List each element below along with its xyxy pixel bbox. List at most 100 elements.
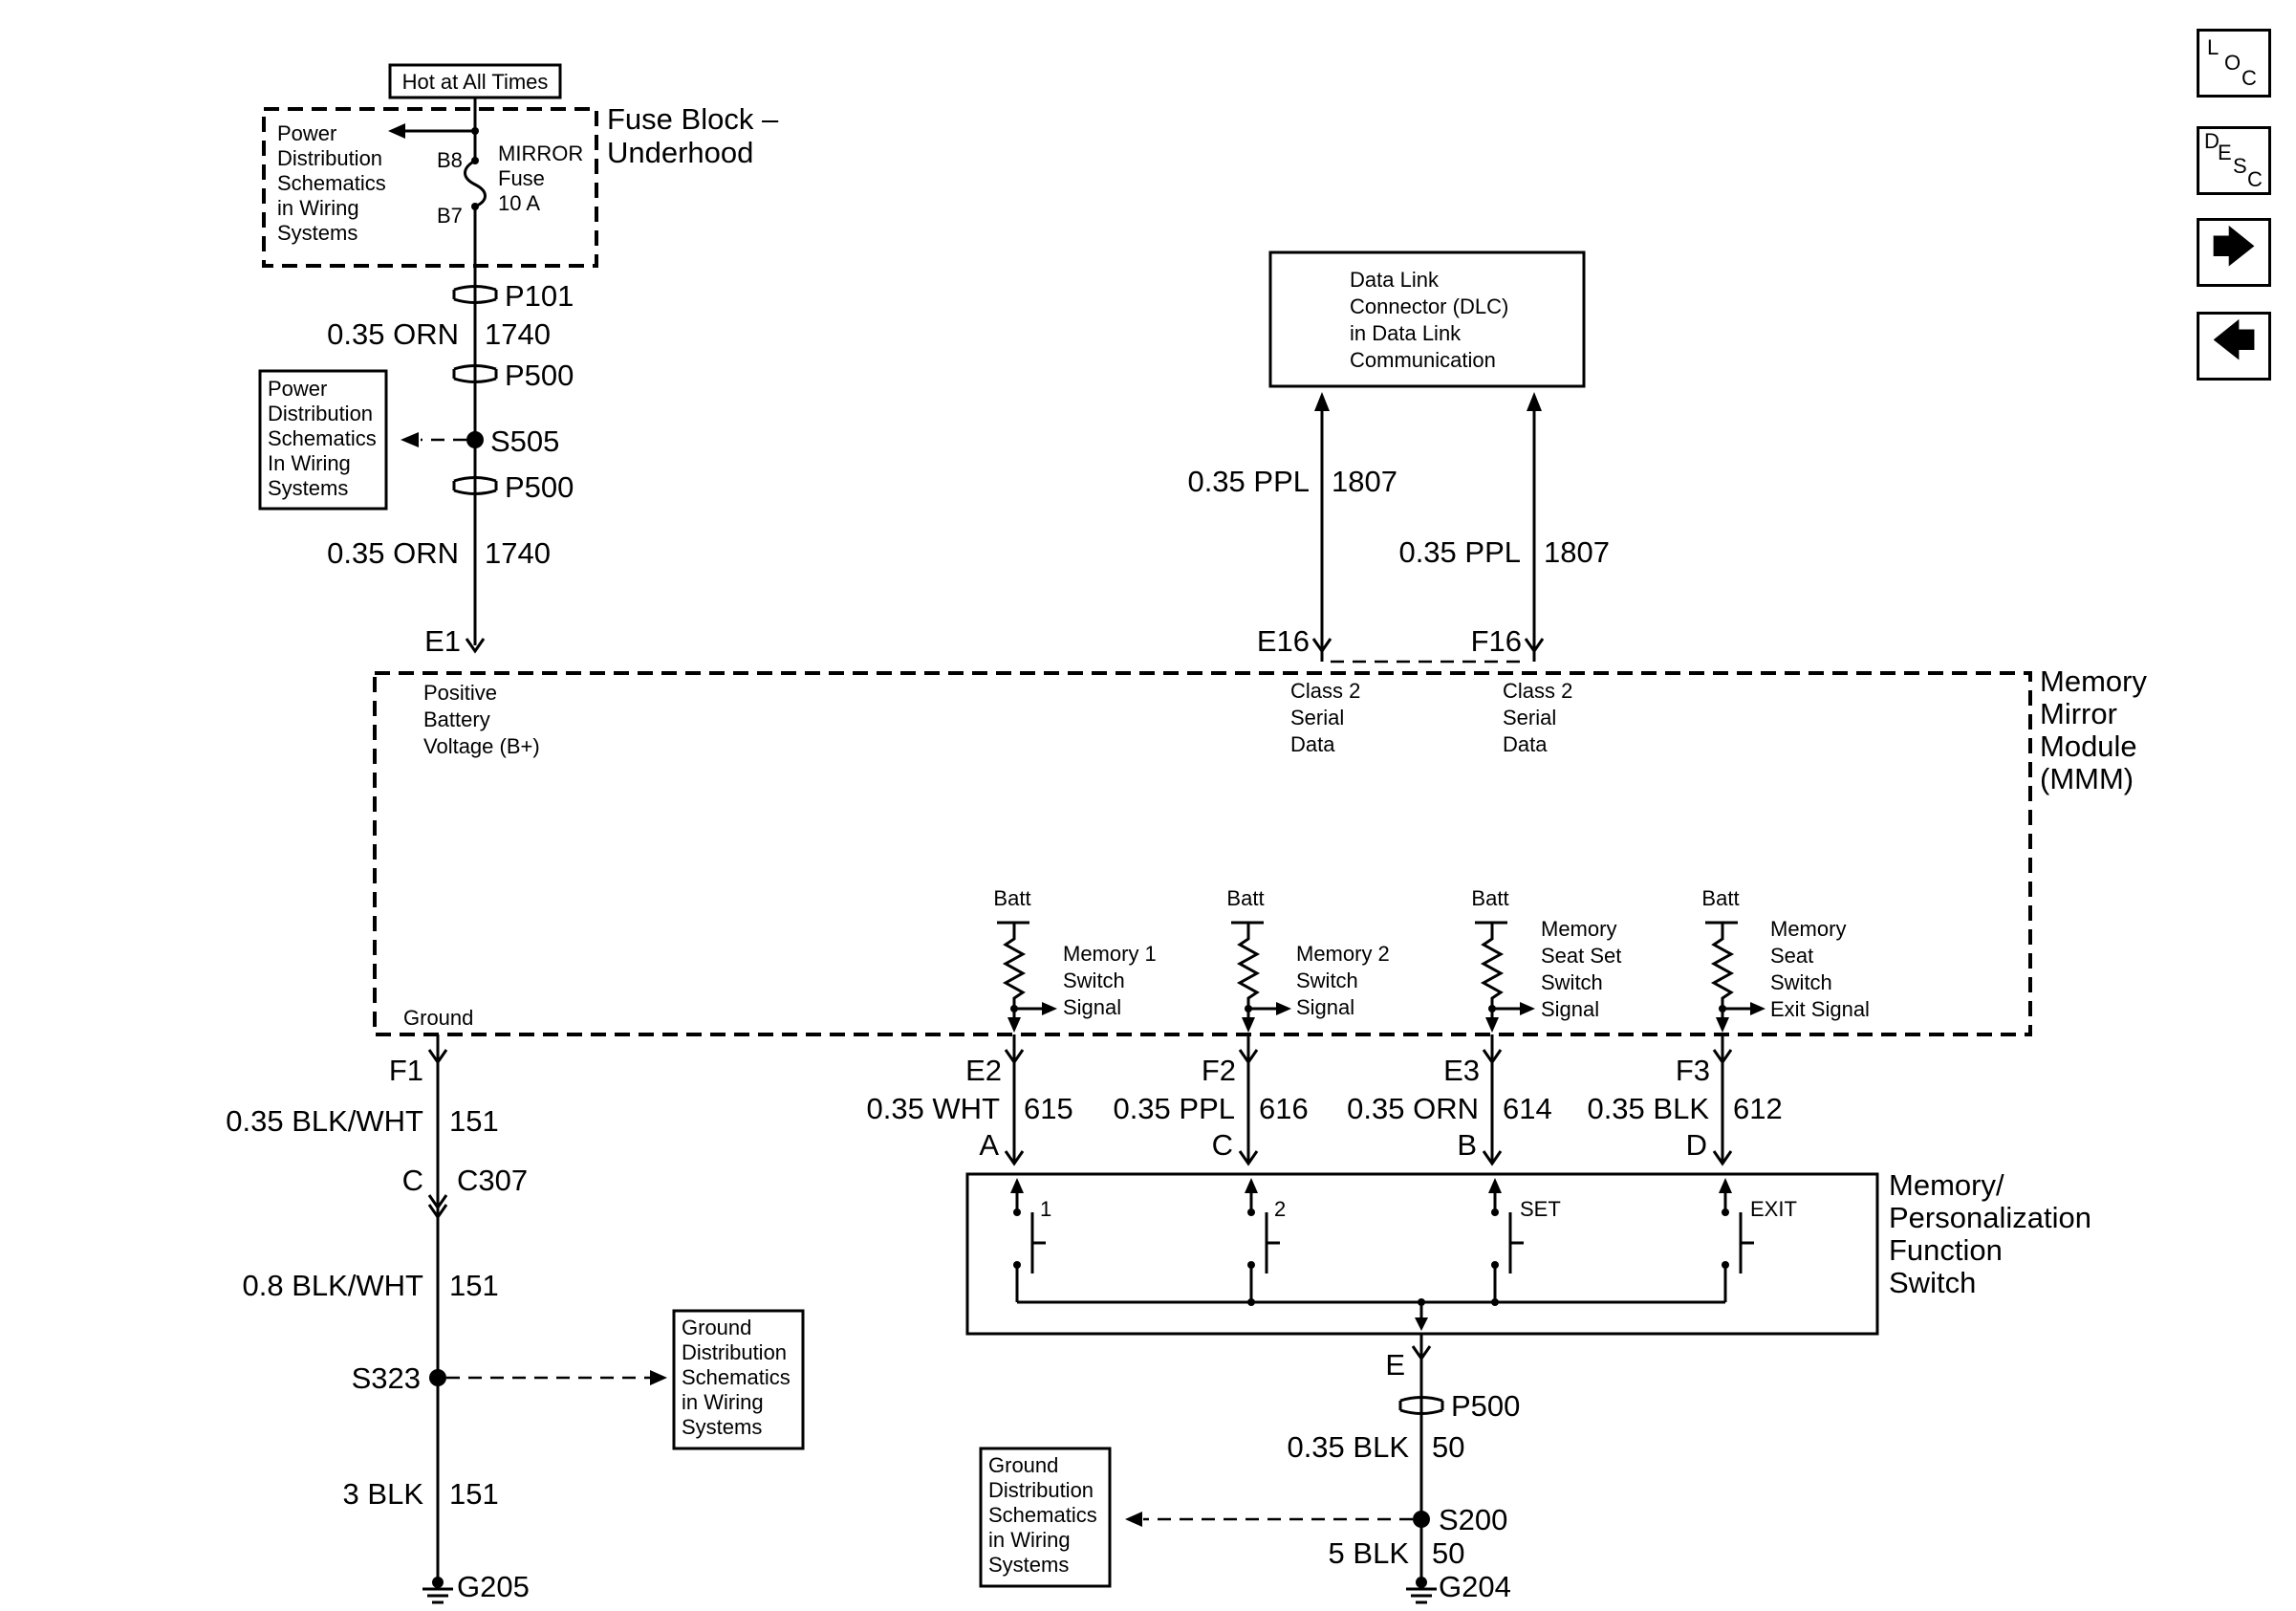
wire-614-circuit: 614 — [1503, 1092, 1552, 1125]
resistor-2-icon — [1236, 923, 1261, 1025]
module-title-4: (MMM) — [2040, 762, 2134, 795]
fuse-name-2: Fuse — [498, 166, 545, 190]
signal-channel-4: Batt Memory Seat Switch Exit Signal — [1701, 886, 1870, 1033]
pin-f16-icon — [1524, 638, 1545, 654]
ground-ref-left-3: Schematics — [682, 1365, 791, 1389]
wire-615-circuit: 615 — [1024, 1092, 1073, 1125]
wire-50-a-gauge: 0.35 BLK — [1287, 1430, 1409, 1464]
switch-contact-1[interactable]: 1 — [1010, 1178, 1051, 1302]
fuse-power-ref-1: Power — [277, 121, 336, 145]
wire-151-b-circuit: 151 — [449, 1269, 499, 1302]
wire-612-circuit: 612 — [1733, 1092, 1783, 1125]
module-title-3: Module — [2040, 729, 2137, 763]
pin-e2-label: E2 — [965, 1054, 1002, 1087]
switch-title-3: Function — [1889, 1233, 2003, 1267]
wiring-diagram: Hot at All Times Fuse Block – Underhood … — [226, 63, 2147, 1604]
power-distribution-ref-box[interactable] — [258, 369, 388, 511]
power-ref-line-2: Distribution — [268, 402, 373, 425]
ground-ref-right-5: Systems — [988, 1553, 1069, 1577]
class2-b-line-2: Serial — [1503, 706, 1556, 729]
bplus-line-1: Positive — [423, 681, 497, 705]
pin-e1-icon — [465, 638, 486, 654]
ground-distribution-ref-box-right[interactable] — [979, 1447, 1112, 1588]
switch-wires: E2 0.35 WHT 615 A F2 0.35 PPL 616 C E3 0… — [866, 1034, 1783, 1166]
connector-p500-a-icon — [452, 364, 498, 383]
fuse-block-title-1: Fuse Block – — [607, 102, 779, 136]
wire-1740-a-gauge: 0.35 ORN — [327, 317, 459, 351]
class2-a-line-3: Data — [1290, 732, 1335, 756]
ground-distribution-ref-box-left[interactable] — [672, 1309, 805, 1450]
module-title-1: Memory — [2040, 664, 2147, 698]
bplus-line-3: Voltage (B+) — [423, 734, 540, 758]
class2-b-line-3: Data — [1503, 732, 1548, 756]
switch-pin-a-icon — [1004, 1150, 1025, 1166]
signal-channel-1: Batt Memory 1 Switch Signal — [993, 886, 1157, 1033]
dlc-box[interactable] — [1268, 250, 1586, 388]
wire-151-c-circuit: 151 — [449, 1477, 499, 1511]
loc-letter-o: O — [2224, 51, 2242, 75]
power-ref-line-5: Systems — [268, 476, 348, 500]
class2-b-line-1: Class 2 — [1503, 679, 1572, 703]
ground-ref-arrow-s323-icon — [650, 1370, 667, 1385]
desc-button[interactable]: D E S C — [2197, 126, 2271, 195]
loc-letter-c: C — [2242, 66, 2257, 90]
signal-2-line-3: Signal — [1296, 995, 1354, 1019]
signal-3-line-2: Seat Set — [1541, 944, 1621, 968]
signal-3-line-1: Memory — [1541, 917, 1616, 941]
pin-f3-icon — [1712, 1049, 1733, 1065]
pin-e2-icon — [1004, 1049, 1025, 1065]
loc-button[interactable]: L O C — [2197, 29, 2271, 98]
batt-label-1: Batt — [993, 886, 1030, 910]
switch-contact-exit[interactable]: EXIT — [1719, 1178, 1797, 1302]
wire-50-a-circuit: 50 — [1432, 1430, 1464, 1464]
resistor-3-icon — [1480, 923, 1505, 1025]
switch-pin-d-label: D — [1686, 1128, 1707, 1162]
ground-g204-label: G204 — [1439, 1570, 1511, 1603]
switch-ground-pin-e-icon — [1411, 1345, 1432, 1361]
desc-letter-s: S — [2233, 154, 2247, 178]
prev-page-button[interactable]: 🡄 — [2197, 312, 2271, 381]
dlc-section: Data Link Connector (DLC) in Data Link C… — [1187, 250, 1610, 664]
wire-151-c-gauge: 3 BLK — [343, 1477, 424, 1511]
switch-contact-2-label: 2 — [1274, 1197, 1286, 1221]
pin-f2-icon — [1238, 1049, 1259, 1065]
fuse-block: Hot at All Times Fuse Block – Underhood … — [262, 63, 779, 268]
connector-c307-label: C307 — [457, 1164, 528, 1197]
splice-s323-icon — [429, 1369, 446, 1386]
wire-1740-b-circuit: 1740 — [485, 536, 551, 570]
hot-at-all-times-box — [388, 63, 562, 99]
pin-e3-icon — [1482, 1049, 1503, 1065]
splice-s200-label: S200 — [1439, 1503, 1507, 1536]
memory-mirror-module: Memory Mirror Module (MMM) Positive Batt… — [373, 664, 2147, 1036]
fuse-power-ref-2: Distribution — [277, 146, 382, 170]
ground-ref-left-1: Ground — [682, 1316, 751, 1339]
wire-1807-a-circuit: 1807 — [1332, 465, 1397, 498]
switch-contact-2[interactable]: 2 — [1245, 1178, 1286, 1302]
pin-f3-label: F3 — [1676, 1054, 1710, 1087]
fuse-power-ref-3: Schematics — [277, 171, 386, 195]
ground-ref-left-5: Systems — [682, 1415, 762, 1439]
next-page-button[interactable]: 🡆 — [2197, 218, 2271, 287]
switch-title-4: Switch — [1889, 1266, 1976, 1299]
wire-616-gauge: 0.35 PPL — [1113, 1092, 1235, 1125]
power-ref-line-4: In Wiring — [268, 451, 351, 475]
wire-151-a-gauge: 0.35 BLK/WHT — [226, 1104, 423, 1138]
class2-a-line-2: Serial — [1290, 706, 1344, 729]
dlc-arrow-b-icon — [1527, 392, 1542, 411]
ground-ref-arrow-s200-icon — [1125, 1512, 1142, 1527]
fuse-power-ref-5: Systems — [277, 221, 357, 245]
ground-ref-right-3: Schematics — [988, 1503, 1097, 1527]
desc-letter-c: C — [2247, 167, 2263, 191]
wire-151-b-gauge: 0.8 BLK/WHT — [243, 1269, 424, 1302]
ground-ref-left-4: in Wiring — [682, 1390, 764, 1414]
ground-ref-right-2: Distribution — [988, 1478, 1094, 1502]
resistor-1-icon — [1002, 923, 1027, 1025]
switch-contact-1-label: 1 — [1040, 1197, 1051, 1221]
ground-g205-label: G205 — [457, 1570, 530, 1603]
switch-contact-set-label: SET — [1520, 1197, 1561, 1221]
power-ref-arrow-left-icon — [401, 432, 419, 447]
batt-label-3: Batt — [1471, 886, 1508, 910]
connector-p500-b-label: P500 — [505, 470, 574, 504]
connector-c307-pin-label: C — [402, 1164, 423, 1197]
switch-contact-set[interactable]: SET — [1488, 1178, 1561, 1302]
